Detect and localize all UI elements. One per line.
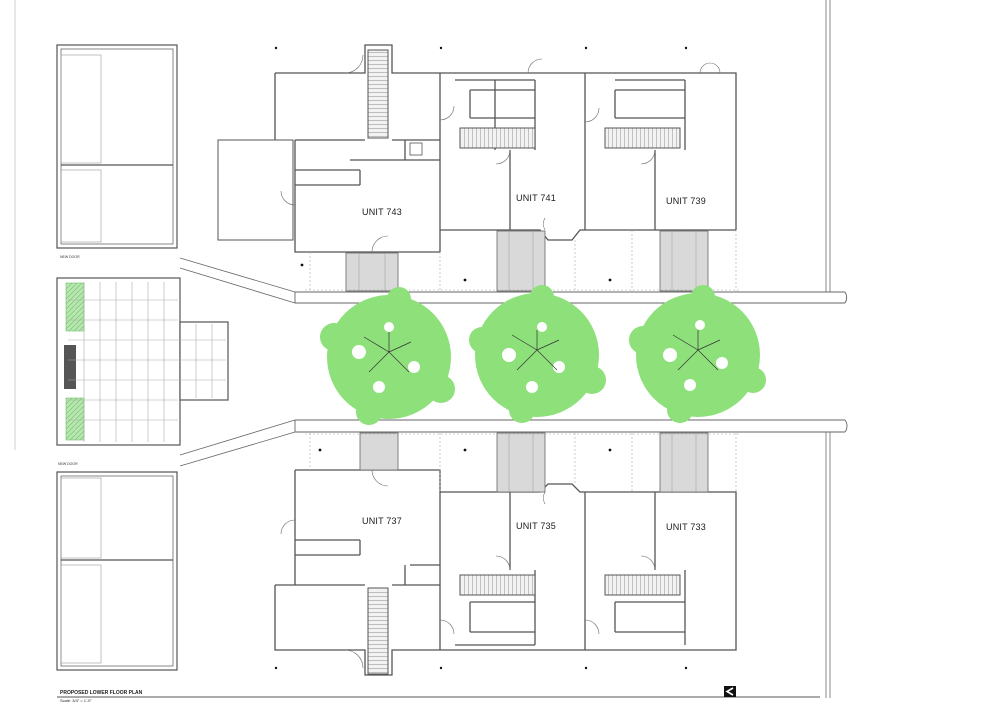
unit-735-label: UNIT 735	[516, 521, 556, 531]
top-porch	[305, 230, 740, 292]
unit-741-label: UNIT 741	[516, 193, 556, 203]
unit-739-label: UNIT 739	[666, 196, 706, 206]
top-doors	[280, 54, 721, 253]
drawing-scale: Scale: 3/4" = 1'-0"	[60, 698, 92, 703]
tree-icon	[629, 285, 766, 423]
top-building	[217, 44, 737, 253]
light-fixtures	[274, 46, 688, 670]
unit-733-label: UNIT 733	[666, 522, 706, 532]
unit-743-label: UNIT 743	[362, 207, 402, 217]
left-upper-building	[56, 44, 178, 249]
bottom-porch	[305, 433, 740, 492]
tree-icon	[469, 285, 606, 423]
left-lower-building	[56, 471, 178, 671]
bottom-doors	[280, 469, 656, 669]
new-door-note-top: NEW DOOR	[60, 255, 80, 259]
walkway-edges	[179, 257, 296, 467]
north-arrow-icon	[724, 686, 736, 697]
top-stairs	[345, 127, 709, 292]
new-door-note-bottom: NEW DOOR	[58, 462, 78, 466]
drawing-title: PROPOSED LOWER FLOOR PLAN	[60, 690, 143, 696]
unit-737-label: UNIT 737	[362, 516, 402, 526]
patio	[56, 277, 229, 446]
bottom-building	[274, 469, 737, 676]
tree-icon	[320, 287, 455, 425]
bottom-stairs	[359, 432, 709, 596]
property-line	[825, 0, 831, 698]
